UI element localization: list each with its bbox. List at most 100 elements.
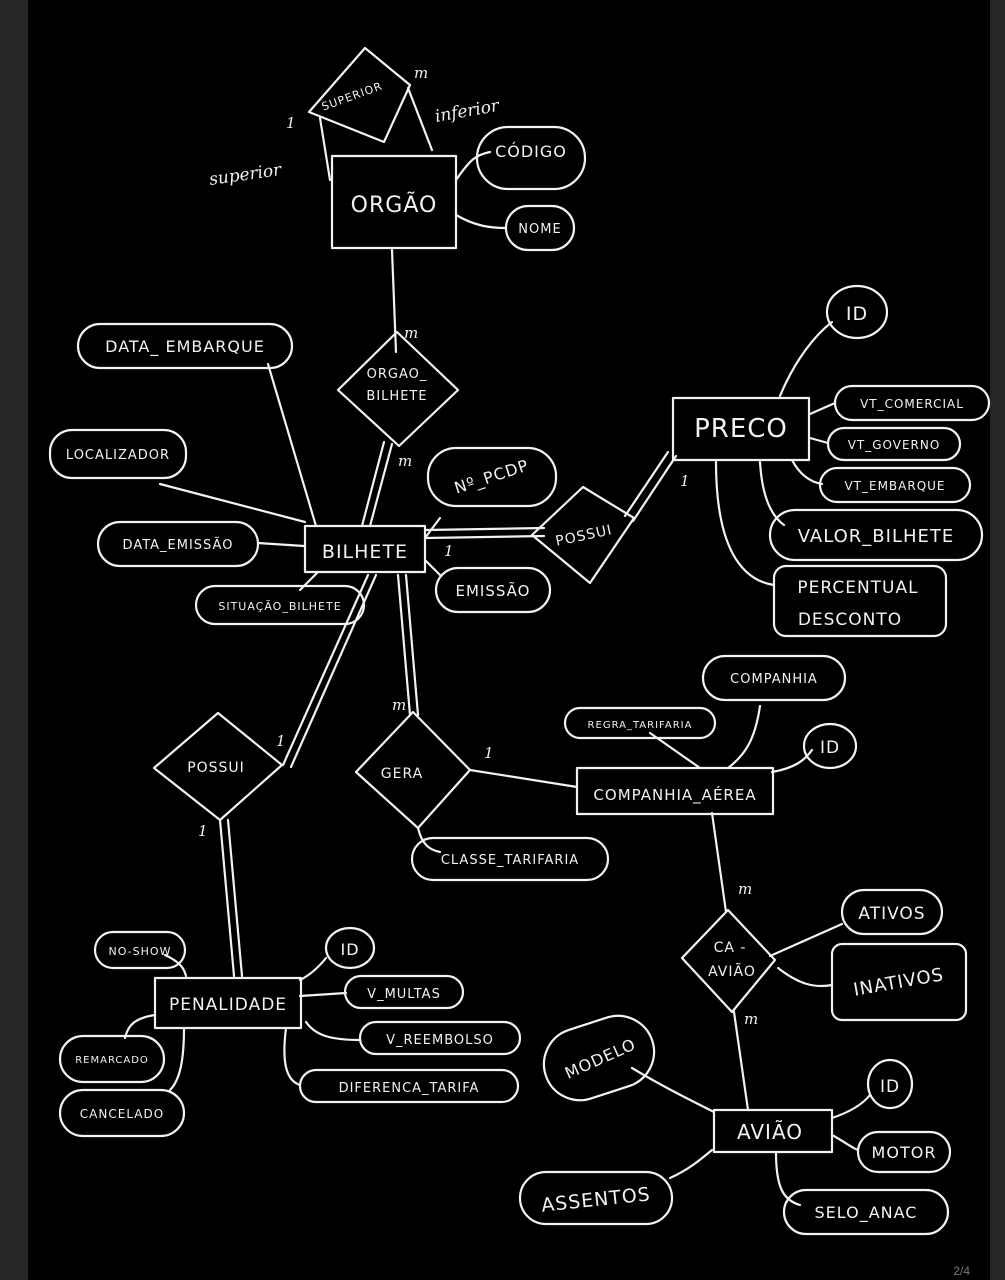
line-orgaobilhete-bilhete-2 (368, 442, 394, 528)
attr-aviao-id-shape (866, 1058, 914, 1110)
line-possuipen-penalidade-2 (226, 818, 244, 978)
attr-vtcomercial-shape (833, 384, 991, 422)
rel-orgaobilhete-label-1: ORGAO_ (367, 367, 428, 382)
attr-preco-id-shape (825, 284, 889, 340)
line-orgao-nome (454, 213, 508, 230)
attr-inativos-shape (830, 942, 968, 1022)
line-possui-preco-2 (631, 454, 678, 523)
line-penalidade-vmultas (298, 991, 348, 998)
rel-orgaobilhete-shape (336, 330, 460, 448)
line-caaviao-aviao (732, 1010, 750, 1112)
entity-penalidade-box (153, 976, 303, 1030)
line-bilhete-possui-2 (424, 534, 546, 540)
entity-bilhete-label: BILHETE (322, 541, 408, 563)
line-preco-vtcomercial (808, 401, 837, 416)
attr-assentos-shape (518, 1170, 674, 1226)
card-possuipen-bilhete: 1 (276, 732, 286, 750)
line-bilhete-nrpcdp (423, 516, 442, 540)
entity-companhia-label: COMPANHIA_AÉREA (593, 785, 756, 805)
entity-companhia-box (575, 766, 775, 816)
line-bilhete-emissao (423, 558, 442, 577)
line-companhia-caaviao (710, 811, 728, 914)
attr-nrpcdp-shape (426, 446, 558, 508)
card-orgaobilhete-bottom: m (398, 452, 412, 470)
attr-emissao-shape (434, 566, 552, 614)
line-aviao-modelo (630, 1066, 716, 1114)
relationship-shapes (152, 46, 777, 1014)
entity-preco-label: PRECO (694, 414, 788, 444)
line-bilhete-dataemissao (256, 541, 306, 548)
line-possui-preco-1 (623, 450, 670, 518)
attr-modelo-shape (542, 1014, 656, 1102)
entity-shapes (153, 154, 834, 1154)
entity-bilhete-box (303, 524, 427, 574)
attr-companhia-id-label: ID (820, 738, 840, 758)
line-caaviao-inativos (776, 966, 834, 988)
attr-regratarifaria-shape (563, 706, 717, 740)
line-gera-classetarifaria (416, 826, 442, 854)
rel-possui-preco-label: POSSUI (554, 522, 614, 550)
attr-motor-label: MOTOR (872, 1143, 937, 1162)
line-bilhete-possuipen-1 (281, 573, 370, 767)
attr-motor-shape (856, 1130, 952, 1174)
line-preco-vtgoverno (808, 436, 830, 445)
line-preco-id (778, 320, 834, 398)
card-orgaobilhete-top: m (404, 324, 418, 342)
attribute-shapes (48, 125, 991, 1236)
entity-aviao-label: AVIÃO (737, 1120, 803, 1144)
line-aviao-assentos (668, 1148, 714, 1180)
attr-dataembarque-shape (76, 322, 294, 370)
line-aviao-id (830, 1093, 872, 1120)
rel-caaviao-label-1: CA - (714, 940, 747, 956)
line-bilhete-dataembarque (266, 362, 318, 528)
attr-vmultas-shape (343, 974, 465, 1010)
card-possuipen-penalidade: 1 (198, 822, 208, 840)
rel-caaviao-label-2: AVIÃO (708, 963, 756, 980)
attr-seloanac-label: SELO_ANAC (815, 1203, 918, 1223)
line-preco-valorbilhete (758, 460, 786, 527)
attr-situacao-label: SITUAÇÃO_BILHETE (218, 600, 341, 613)
attr-vreembolso-shape (358, 1020, 522, 1056)
card-possui-preco-preco: 1 (680, 472, 690, 490)
line-superior-orgao-right (406, 86, 434, 152)
line-orgao-codigo (454, 150, 492, 182)
attr-classetarifaria-shape (410, 836, 610, 882)
rel-superior-shape (307, 46, 412, 144)
chalkboard (28, 0, 990, 1280)
line-preco-vtembarque (790, 458, 824, 486)
rel-possui-preco-shape (530, 485, 636, 585)
attr-diferenca-label: DIFERENCA_TARIFA (339, 1081, 480, 1096)
attr-diferenca-shape (298, 1068, 520, 1104)
rel-possui-pen-shape (152, 711, 284, 822)
line-preco-percentual (714, 460, 776, 587)
attr-noshow-shape (93, 930, 187, 970)
attr-classetarifaria-label: CLASSE_TARIFARIA (441, 853, 579, 868)
line-caaviao-ativos (768, 922, 844, 958)
line-companhia-id (770, 748, 814, 774)
line-bilhete-possui-1 (424, 526, 546, 532)
attr-noshow-label: NO-SHOW (109, 945, 172, 958)
line-penalidade-id (298, 956, 328, 982)
attr-percentual-label-1: PERCENTUAL (797, 578, 918, 598)
attr-emissao-label: EMISSÃO (456, 581, 531, 600)
attr-codigo-shape (475, 125, 587, 191)
attr-localizador-shape (48, 428, 188, 480)
rel-caaviao-shape (680, 908, 777, 1014)
attr-nome-label: NOME (518, 222, 561, 237)
rel-gera-shape (354, 710, 472, 830)
line-bilhete-gera-1 (396, 573, 412, 717)
attr-codigo-label: CÓDIGO (495, 142, 567, 161)
attr-ativos-shape (840, 888, 944, 936)
role-superior-label: superior (208, 160, 283, 190)
attr-vtgoverno-label: VT_GOVERNO (848, 438, 941, 452)
attr-vtembarque-label: VT_EMBARQUE (844, 479, 945, 493)
attr-valorbilhete-label: VALOR_BILHETE (798, 526, 955, 547)
attr-valorbilhete-shape (768, 508, 984, 562)
entity-orgao-box (330, 154, 458, 250)
attr-percentual-label-2: DESCONTO (798, 610, 902, 630)
attr-assentos-label: ASSENTOS (540, 1183, 652, 1216)
line-superior-orgao-left (318, 116, 332, 182)
attr-remarcado-label: REMARCADO (75, 1055, 149, 1066)
card-gera-bilhete: m (392, 696, 406, 714)
